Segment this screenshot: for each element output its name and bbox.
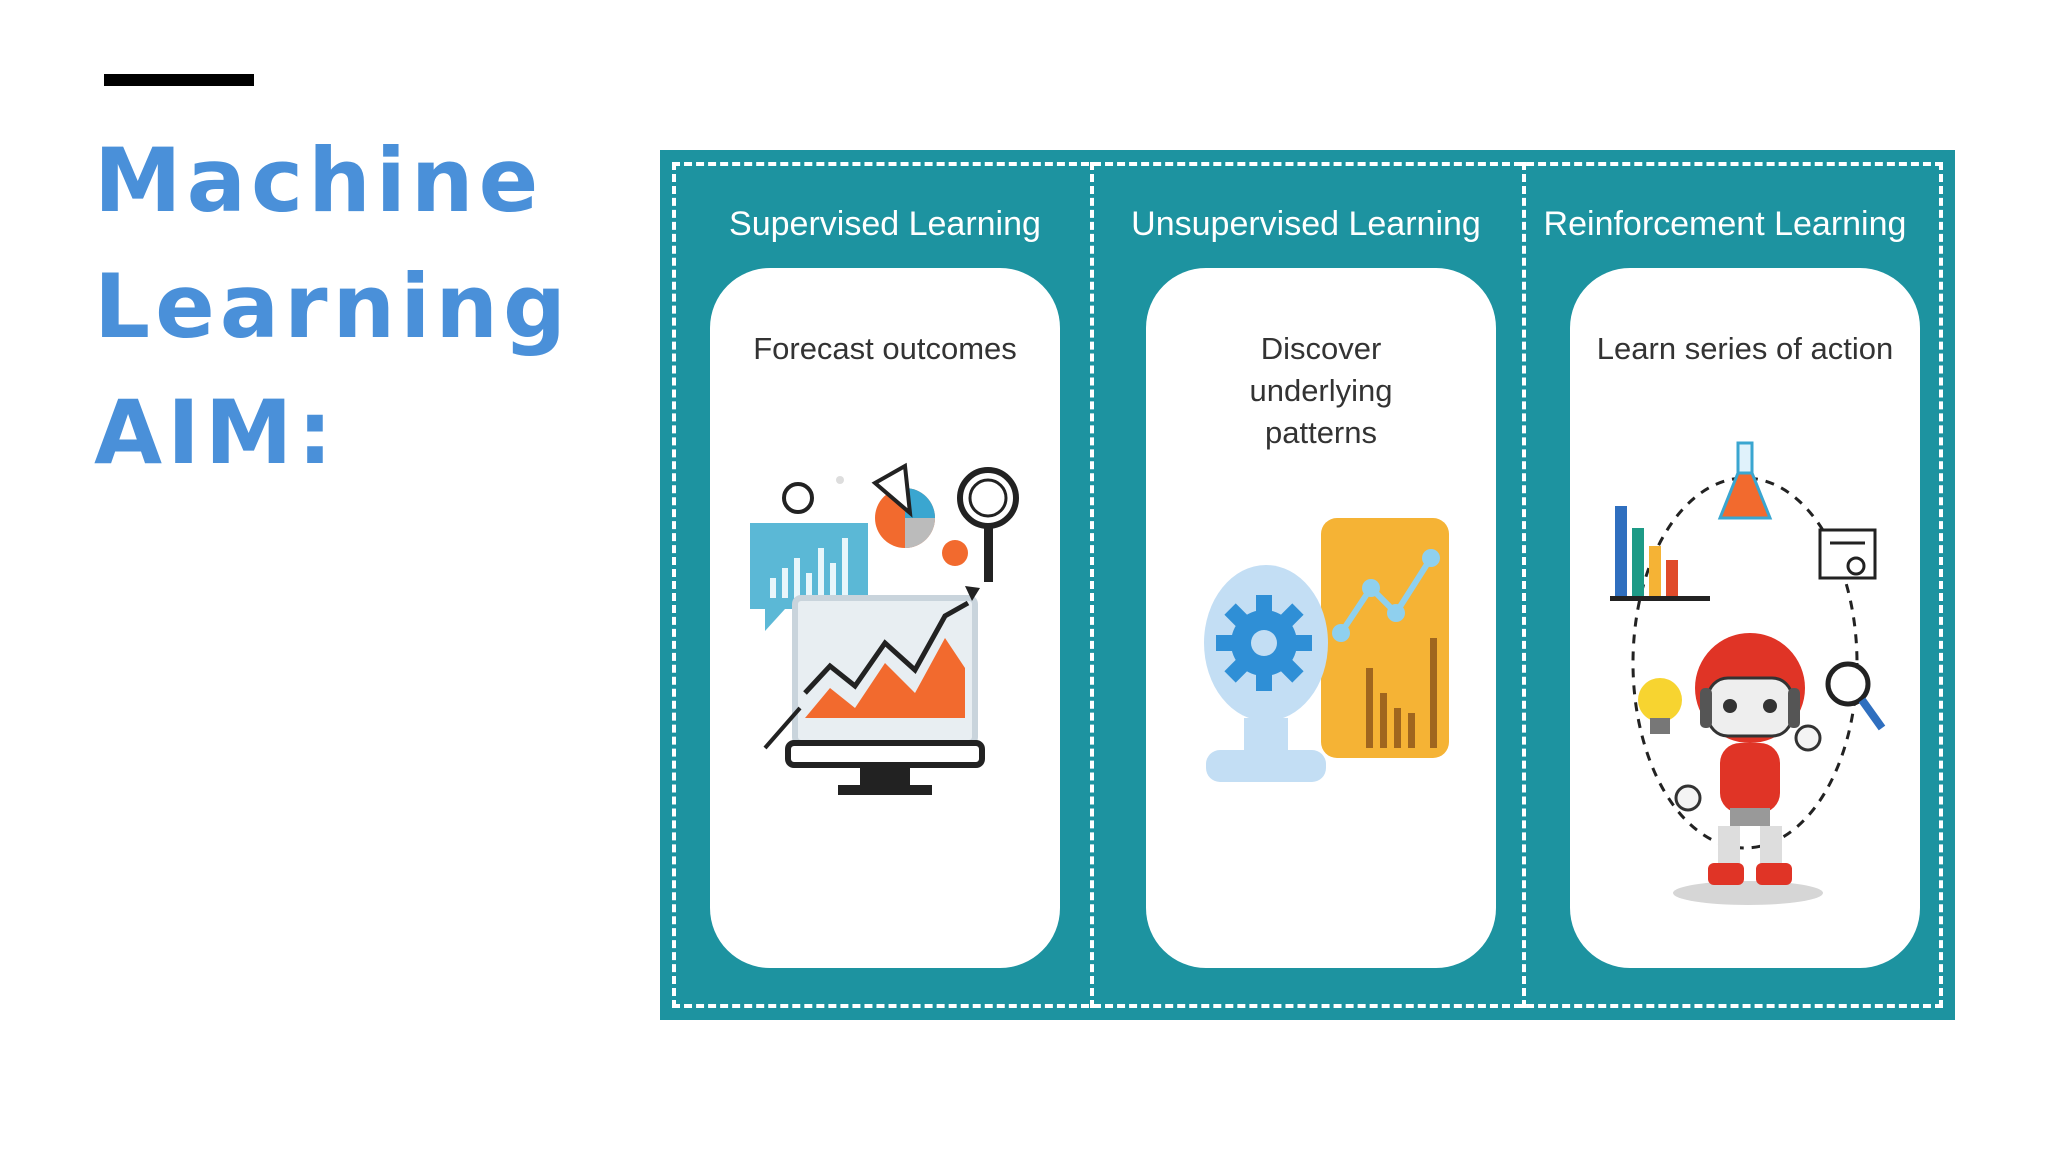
ml-types-diagram: Supervised Learning Forecast outcomes (660, 150, 1955, 1020)
unsupervised-caption: Discover underlying patterns (1249, 331, 1393, 450)
slide-title: Machine Learning AIM: (94, 118, 571, 496)
reinforcement-card: Learn series of action (1570, 268, 1920, 968)
column-divider (1522, 162, 1526, 1008)
gear-pattern-icon (1204, 518, 1449, 782)
supervised-caption: Forecast outcomes (753, 331, 1017, 366)
dashed-frame (672, 162, 1943, 1008)
robot-icon (1610, 441, 1886, 905)
unsupervised-card: Discover underlying patterns (1146, 268, 1496, 968)
supervised-card: Forecast outcomes (710, 268, 1060, 968)
title-line-2: Learning (94, 255, 571, 358)
supervised-heading: Supervised Learning (729, 205, 1041, 243)
unsupervised-heading: Unsupervised Learning (1131, 205, 1481, 243)
accent-bar (104, 74, 254, 86)
reinforcement-caption: Learn series of action (1596, 331, 1894, 366)
reinforcement-heading: Reinforcement Learning (1543, 205, 1907, 243)
title-line-1: Machine (94, 129, 544, 232)
title-line-3: AIM: (94, 381, 338, 484)
chart-monitor-icon (750, 462, 1019, 795)
column-divider (1090, 162, 1094, 1008)
